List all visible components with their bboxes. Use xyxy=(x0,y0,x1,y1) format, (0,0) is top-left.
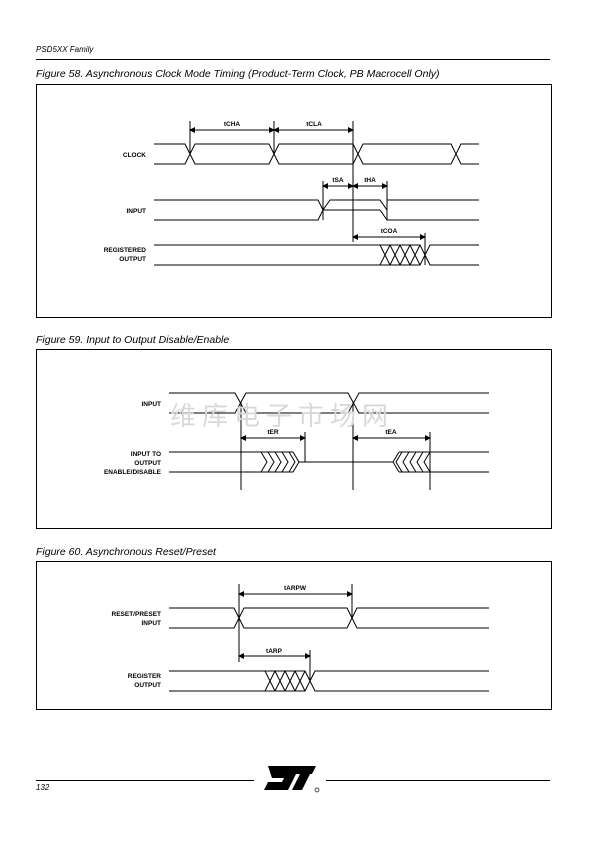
output-label: OUTPUT xyxy=(134,682,161,689)
footer-rule-right xyxy=(326,780,550,781)
output-label: OUTPUT xyxy=(134,460,161,467)
tarp-label: tARP xyxy=(266,648,283,655)
footer-rule-left xyxy=(36,780,254,781)
figure-60-caption: Figure 60. Asynchronous Reset/Preset xyxy=(36,546,216,558)
watermark: 维库电子市场网 xyxy=(170,402,395,432)
tsa-label: tSA xyxy=(332,177,344,184)
ter-label: tER xyxy=(267,429,279,436)
reset-preset-label: RESET/PRESET xyxy=(112,611,162,618)
tcla-label: tCLA xyxy=(306,121,322,128)
tcha-label: tCHA xyxy=(224,121,241,128)
register-label: REGISTER xyxy=(128,673,162,680)
tea-label: tEA xyxy=(385,429,397,436)
figure-60-diagram: RESET/PRESET INPUT REGISTER OUTPUT tARPW… xyxy=(36,561,552,710)
clock-label: CLOCK xyxy=(123,152,146,159)
st-logo-icon xyxy=(264,766,320,793)
input-label: INPUT xyxy=(142,620,162,627)
running-header: PSD5XX Family xyxy=(36,45,94,54)
figure-59-caption: Figure 59. Input to Output Disable/Enabl… xyxy=(36,334,230,346)
input-to-label: INPUT TO xyxy=(131,451,161,458)
input-label: INPUT xyxy=(127,208,147,215)
figure-58-caption: Figure 58. Asynchronous Clock Mode Timin… xyxy=(36,68,440,80)
input-label: INPUT xyxy=(142,401,162,408)
figure-59-diagram: INPUT INPUT TO OUTPUT ENABLE/DISABLE tER… xyxy=(36,349,552,529)
tcoa-label: tCOA xyxy=(381,228,398,235)
tarpw-label: tARPW xyxy=(284,585,307,592)
tha-label: tHA xyxy=(364,177,376,184)
output-label: OUTPUT xyxy=(119,256,146,263)
header-rule xyxy=(36,59,550,60)
page-number: 132 xyxy=(36,783,50,792)
figure-58-diagram: CLOCK INPUT REGISTERED OUTPUT tCHA tCLA … xyxy=(36,84,552,318)
enable-disable-label: ENABLE/DISABLE xyxy=(104,469,162,476)
registered-label: REGISTERED xyxy=(104,247,147,254)
